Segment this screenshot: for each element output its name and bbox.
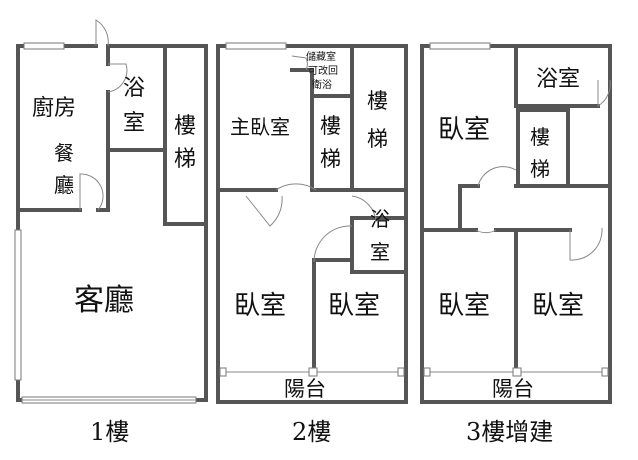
f2-balcony-label: 陽台 — [284, 377, 326, 401]
f2-storage-label-2: 可改回 — [308, 64, 338, 77]
f3-door-bath — [597, 79, 611, 107]
f3-bedroom-left-label: 臥室 — [438, 291, 490, 321]
f2-door-bed-right — [313, 225, 353, 263]
f3-door-bed-right — [569, 227, 603, 261]
f1-stairs-label-bottom: 梯 — [174, 147, 196, 172]
f1-door-entry — [95, 19, 109, 47]
f2-door-bed-left — [245, 195, 283, 227]
f3-stairs-label-top: 樓 — [530, 125, 550, 149]
f1-dining-label-top: 餐 — [54, 141, 74, 165]
f2-stairs2-label-bottom: 梯 — [367, 127, 388, 151]
f3-window-top — [429, 42, 491, 50]
f3-door-bed-left — [475, 229, 497, 234]
floor-1-plan: 廚房 浴 室 樓 梯 餐 廳 客廳 — [14, 19, 208, 404]
f2-storage-label-1: 儲藏室 — [306, 50, 336, 63]
f1-kitchen-label: 廚房 — [32, 96, 76, 121]
f1-door-bath — [107, 63, 128, 93]
f1-living-label: 客廳 — [74, 283, 134, 318]
f3-bath-label: 浴室 — [536, 67, 580, 92]
f2-master-label: 主臥室 — [230, 115, 290, 139]
f2-stairs-label-top: 樓 — [320, 114, 341, 138]
f2-bedroom-right-label: 臥室 — [328, 291, 380, 321]
f1-window-left — [14, 229, 22, 381]
f3-bedroom-right-label: 臥室 — [532, 291, 584, 321]
f2-door-storage — [291, 55, 308, 71]
f1-bath-label-bottom: 室 — [123, 111, 145, 136]
f2-storage-label-3: 衛浴 — [312, 78, 332, 91]
f2-bedroom-left-label: 臥室 — [234, 291, 286, 321]
floor-1-caption: 1樓 — [90, 418, 129, 446]
f2-door-bath — [351, 195, 377, 223]
f2-stairs-label-bottom: 梯 — [320, 147, 341, 171]
f3-door-bedtop — [477, 166, 517, 187]
f3-bedroom-top-label: 臥室 — [438, 115, 490, 145]
floor-3-caption: 3樓增建 — [466, 418, 553, 446]
f2-door-master — [275, 183, 317, 191]
f3-stairs-label-bottom: 梯 — [530, 157, 550, 181]
f1-bath-label-top: 浴 — [123, 76, 145, 101]
f1-window-top — [23, 42, 65, 50]
f2-window-top — [225, 42, 287, 50]
f2-bath-label-top: 浴 — [370, 207, 390, 231]
f1-stairs-label-top: 樓 — [174, 114, 196, 139]
f2-stairs2-label-top: 樓 — [367, 89, 388, 113]
f2-bath-label-bottom: 室 — [370, 240, 390, 264]
floor-2-plan: 儲藏室 可改回 衛浴 主臥室 樓 梯 樓 梯 浴 室 臥室 臥室 陽台 — [216, 42, 408, 404]
floor-3-plan: 臥室 浴室 樓 梯 臥室 臥室 陽台 — [420, 42, 612, 404]
f1-dining-label-bottom: 廳 — [54, 173, 74, 197]
floor-2-caption: 2樓 — [292, 418, 331, 446]
f1-door-dining — [79, 173, 104, 211]
f3-balcony-label: 陽台 — [492, 377, 534, 401]
